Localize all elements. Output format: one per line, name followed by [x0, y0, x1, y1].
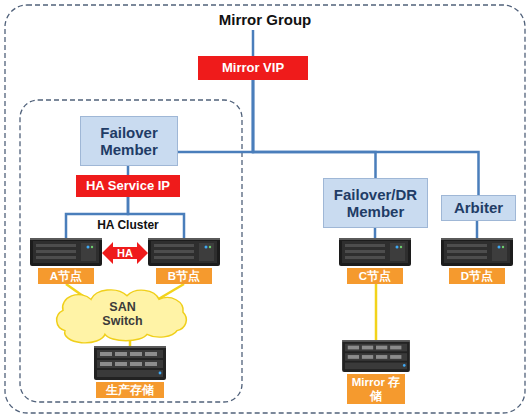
member-box: Failover Member	[80, 116, 178, 166]
storage-node: Mirror 存储	[340, 340, 412, 404]
server-node: B节点	[148, 238, 220, 284]
node-label: Arbiter	[454, 199, 503, 216]
edge-label: HA	[117, 248, 133, 259]
server-icon	[441, 238, 513, 266]
heartbeat-arrow	[102, 242, 148, 264]
link-line	[476, 221, 479, 238]
link-line	[253, 80, 376, 178]
group-title: Mirror Group	[5, 11, 525, 28]
link-line	[375, 284, 378, 340]
cluster-outline	[20, 100, 242, 402]
server-node: C节点	[338, 238, 412, 284]
node-tag: D节点	[449, 268, 505, 284]
storage-icon	[342, 340, 410, 372]
server-node: A节点	[30, 238, 102, 284]
node-label: Failover Member	[87, 124, 171, 159]
vip-box: Mirror VIP	[198, 56, 308, 80]
group-frame: Mirror GroupMirror VIP Failover Member HA …	[5, 5, 525, 413]
node-tag: A节点	[38, 268, 94, 284]
node-label: HA Service IP	[86, 179, 170, 193]
service-ip-box: HA Service IP	[76, 175, 180, 197]
arbiter-box: Arbiter	[441, 195, 516, 221]
node-tag: Mirror 存储	[347, 374, 405, 404]
storage-icon	[94, 346, 166, 380]
node-tag: C节点	[347, 268, 403, 284]
member-box: Failover/DR Member	[323, 178, 428, 228]
storage-node: 生产存储	[94, 346, 166, 398]
node-label: Mirror VIP	[222, 61, 284, 75]
link-line	[178, 80, 253, 152]
node-tag: 生产存储	[96, 382, 164, 398]
link-line	[127, 166, 130, 175]
server-icon	[30, 238, 102, 266]
node-label: SAN Switch	[93, 301, 153, 329]
node-label: Failover/DR Member	[330, 186, 421, 221]
server-node: D节点	[440, 238, 514, 284]
node-tag: B节点	[156, 268, 212, 284]
group-outline	[5, 5, 525, 413]
server-icon	[148, 238, 220, 266]
switch-cloud: SAN Switch	[45, 292, 200, 338]
uplink-wire	[252, 30, 255, 56]
link-line	[374, 228, 377, 238]
group-caption: HA Cluster	[80, 218, 176, 232]
server-icon	[339, 238, 411, 266]
cloud-outline	[57, 290, 187, 343]
